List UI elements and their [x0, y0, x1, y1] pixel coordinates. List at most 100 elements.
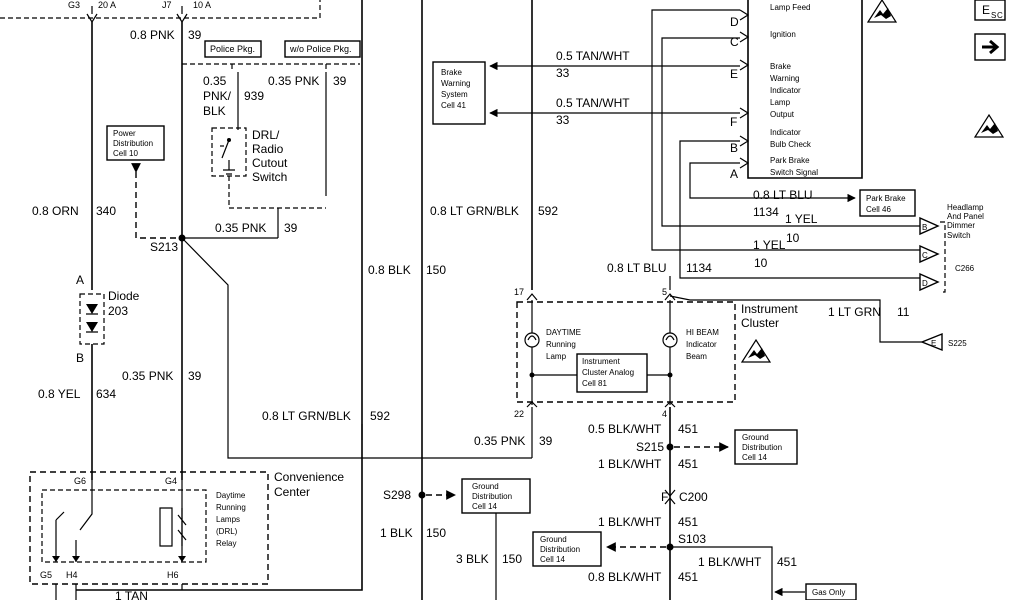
module-pin-desc: Ignition	[770, 30, 796, 39]
module-pin-desc: Lamp Feed	[770, 3, 810, 12]
wire-label: 0.8 LT GRN/BLK	[262, 409, 351, 423]
wire-label: 0.8 ORN	[32, 204, 79, 218]
ref-box-label: System	[441, 90, 468, 99]
instrument-cluster-label: Instrument	[741, 302, 798, 316]
convenience-center-label: Convenience	[274, 470, 344, 484]
wire-label: 1 TAN	[115, 589, 148, 600]
circuit-number: 39	[539, 434, 553, 448]
drl-switch-label: Cutout	[252, 156, 288, 170]
circuit-number: 592	[538, 204, 558, 218]
ref-box-label: Distribution	[113, 139, 153, 148]
wo-police-pkg-label: w/o Police Pkg.	[289, 44, 352, 54]
wire-label: 3 BLK	[456, 552, 489, 566]
splice-s103: S103	[678, 532, 706, 546]
pin-e: E	[730, 67, 738, 81]
ref-box-label: Cell 41	[441, 101, 466, 110]
police-pkg-box	[204, 40, 262, 58]
police-pkg-label: Police Pkg.	[210, 44, 255, 54]
convenience-center-label: Center	[274, 485, 310, 499]
ref-box-label: Ground	[742, 433, 769, 442]
esd-warning-icon	[741, 339, 771, 363]
diode-pin-b: B	[76, 351, 84, 365]
svg-text:C: C	[922, 251, 928, 260]
power-distribution-ref	[106, 125, 165, 161]
fuse-10a: 10 A	[193, 0, 211, 10]
splice-s225-connector	[920, 332, 943, 352]
ref-box-label: Ground	[472, 482, 499, 491]
relay-label: (DRL)	[216, 527, 238, 536]
splice-s215: S215	[636, 440, 664, 454]
wire-label: 1 BLK	[380, 526, 413, 540]
wire-label: 0.5 TAN/WHT	[556, 96, 630, 110]
wire-label: 0.35 PNK	[268, 74, 319, 88]
connector-c200-pin: F	[661, 490, 668, 504]
fuse-block: G3 20 A J7 10 A	[0, 0, 321, 24]
pin-g4: G4	[165, 476, 177, 486]
module-pin-desc: Indicator	[770, 86, 801, 95]
ground-distribution-ref	[461, 478, 531, 514]
module-pin-desc: Switch Signal	[770, 168, 818, 177]
gas-only-label: Gas Only	[812, 588, 845, 597]
ref-box-label: Cell 46	[866, 205, 891, 214]
ground-distribution-ref	[532, 531, 602, 567]
svg-text:C: C	[997, 11, 1003, 20]
circuit-number: 939	[244, 89, 264, 103]
ref-box-label: Distribution	[472, 492, 512, 501]
wire-label: 0.8 BLK	[368, 263, 411, 277]
circuit-number: 451	[678, 457, 698, 471]
pin-f: F	[730, 115, 737, 129]
hibeam-label: HI BEAM	[686, 328, 719, 337]
circuit-number: 340	[96, 204, 116, 218]
circuit-number: 39	[284, 221, 298, 235]
module-pin-desc: Bulb Check	[770, 140, 812, 149]
circuit-number: 33	[556, 113, 570, 127]
ref-box-label: Cell 14	[540, 555, 565, 564]
wire-label: 1 YEL	[785, 212, 818, 226]
circuit-number: 10	[754, 256, 768, 270]
pin-g5: G5	[40, 570, 52, 580]
switch-label: And Panel	[947, 212, 984, 221]
module-pin-desc: Output	[770, 110, 795, 119]
circuit-number: 39	[333, 74, 347, 88]
svg-text:D: D	[922, 279, 928, 288]
wire-label: 0.8 YEL	[38, 387, 81, 401]
instrument-cluster: 17 5 22 4 DAYTIME Running Lamp HI BEAM I…	[514, 287, 736, 419]
daytime-lamp-label: Running	[546, 340, 576, 349]
diode-203: Diode 203	[79, 289, 140, 345]
headlamp-dimmer-switch-connector: B C D Headlamp And Panel Dimmer Switch C…	[919, 203, 984, 293]
circuit-number: 33	[556, 66, 570, 80]
ref-box-label: Park Brake	[866, 194, 906, 203]
wire-label: 1 BLK/WHT	[598, 457, 662, 471]
switch-label: Headlamp	[947, 203, 984, 212]
wire-label: 0.8 LT BLU	[753, 188, 813, 202]
module-pin-desc: Warning	[770, 74, 800, 83]
svg-text:E: E	[982, 3, 990, 17]
right-arrow-icon[interactable]	[974, 33, 1006, 61]
circuit-number: 1134	[686, 261, 712, 275]
esc-icon[interactable]: E S C	[974, 0, 1006, 21]
relay-label: Lamps	[216, 515, 240, 524]
splice-s298: S298	[383, 488, 411, 502]
pin-22: 22	[514, 409, 524, 419]
circuit-number: 150	[502, 552, 522, 566]
wire-label: 0.35	[203, 74, 227, 88]
ref-box-label: Cell 81	[582, 379, 607, 388]
fuse-g3-cavity: G3	[68, 0, 80, 10]
park-brake-ref	[859, 189, 916, 217]
wire-label: BLK	[203, 104, 226, 118]
circuit-number: 150	[426, 526, 446, 540]
wo-police-pkg-box	[284, 40, 361, 58]
pin-4: 4	[662, 409, 667, 419]
ref-box-label: Power	[113, 129, 136, 138]
wire-label: 0.8 LT BLU	[607, 261, 667, 275]
module-pin-desc: Lamp	[770, 98, 791, 107]
ic-analog-ref	[576, 353, 648, 393]
relay-label: Running	[216, 503, 246, 512]
pin-c: C	[730, 35, 739, 49]
relay-label: Relay	[216, 539, 236, 548]
wire-label: 0.5 BLK/WHT	[588, 422, 662, 436]
wire-label: 1 BLK/WHT	[598, 515, 662, 529]
pin-5: 5	[662, 287, 667, 297]
ground-distribution-ref	[734, 429, 798, 465]
